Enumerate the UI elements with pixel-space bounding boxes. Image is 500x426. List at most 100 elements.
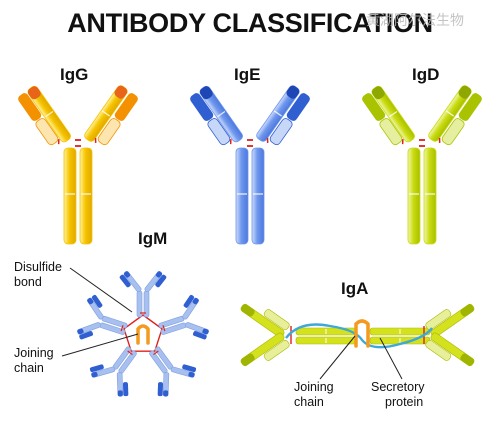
variable-tip <box>124 271 131 278</box>
heavy-chain-arm <box>116 372 124 397</box>
igm-arm <box>89 364 116 378</box>
secretory-label-line1: Secretory <box>371 380 425 394</box>
light-chain <box>263 309 290 331</box>
igm-arm <box>185 322 209 340</box>
light-chain <box>192 331 207 340</box>
secretory-protein <box>285 323 433 349</box>
light-chain <box>263 339 290 361</box>
page-title: ANTIBODY CLASSIFICATION <box>67 8 433 38</box>
light-chain-variable <box>286 93 310 121</box>
igd-label: IgD <box>412 65 439 84</box>
light-chain-variable <box>190 93 214 121</box>
heavy-chain-stem <box>407 147 421 245</box>
iga-label: IgA <box>341 279 368 298</box>
iga-arm <box>240 303 290 338</box>
light-chain <box>425 309 452 331</box>
variable-tip <box>240 304 255 317</box>
joining-left-pointer <box>61 333 139 357</box>
igm-arm <box>144 271 167 293</box>
light-chain <box>155 274 167 288</box>
right-arm <box>428 85 482 146</box>
igm-arm <box>157 372 170 397</box>
iga-dimer <box>240 303 475 367</box>
disulfide-label-line2: bond <box>14 275 42 289</box>
pentamer-bonds <box>123 314 163 352</box>
disulfide-pointer <box>69 267 133 313</box>
disulfide-bond <box>153 350 159 356</box>
heavy-chain-stem <box>251 147 265 245</box>
variable-tip <box>163 390 169 397</box>
ige-antibody <box>190 85 310 245</box>
variable-tip <box>87 298 94 305</box>
heavy-chain-stem <box>235 147 249 245</box>
light-chain <box>89 364 104 373</box>
variable-tip <box>458 85 472 99</box>
variable-tip <box>371 86 385 100</box>
light-chain-variable <box>458 93 482 121</box>
variable-tip <box>77 328 84 335</box>
light-heavy-bond <box>57 139 60 145</box>
disulfide-bond <box>120 325 124 332</box>
igg-antibody <box>18 85 138 245</box>
light-chain-constant <box>97 118 121 146</box>
variable-tip <box>91 371 98 378</box>
light-heavy-bond <box>94 137 97 143</box>
light-chain-variable <box>114 93 138 121</box>
variable-tip <box>192 298 199 305</box>
igm-arm <box>77 322 101 340</box>
left-arm <box>362 85 415 146</box>
heavy-chain-stem <box>423 147 437 245</box>
domain-divider <box>389 110 398 118</box>
left-arm <box>190 85 243 146</box>
igm-label: IgM <box>138 229 167 248</box>
variable-tip <box>460 353 475 366</box>
light-chain <box>183 294 195 308</box>
light-chain <box>91 294 103 308</box>
joining-left-label-line2: chain <box>14 361 44 375</box>
light-heavy-bond <box>401 139 404 145</box>
igm-arm <box>119 271 142 293</box>
light-chain <box>122 382 129 397</box>
domain-divider <box>217 110 226 118</box>
iga-arm <box>425 332 475 367</box>
iga-arm <box>425 303 475 338</box>
joining-right-label-line2: chain <box>294 395 324 409</box>
domain-divider <box>445 110 455 117</box>
joining-chain <box>354 319 370 348</box>
domain-divider <box>101 110 111 117</box>
ige-label: IgE <box>234 65 260 84</box>
light-heavy-bond <box>229 139 232 145</box>
joining-right-label-line1: Joining <box>294 380 334 394</box>
light-chain-constant <box>35 118 59 146</box>
light-chain <box>182 364 197 373</box>
secretory-label-line2: protein <box>385 395 423 409</box>
variable-tip <box>155 271 162 278</box>
left-arm <box>18 85 71 146</box>
light-chain-variable <box>362 93 386 121</box>
heavy-chain-stem <box>63 147 77 245</box>
igm-arm <box>182 294 199 320</box>
light-chain-constant <box>441 118 465 146</box>
variable-tip <box>202 328 209 335</box>
igm-monomer <box>149 346 197 397</box>
heavy-chain-stem <box>79 147 93 245</box>
iga-arm <box>240 332 290 367</box>
disulfide-bond <box>162 325 166 332</box>
joining-left-label-line1: Joining <box>14 346 54 360</box>
secretory-pointer <box>379 337 403 380</box>
domain-divider <box>45 110 54 118</box>
variable-tip <box>240 353 255 366</box>
light-chain-constant <box>269 118 293 146</box>
watermark: 黄湖阿尔法生物 <box>366 13 464 29</box>
variable-tip <box>27 86 41 100</box>
igg-label: IgG <box>60 65 88 84</box>
variable-tip <box>286 85 300 99</box>
light-chain <box>119 274 131 288</box>
variable-tip <box>117 390 123 397</box>
right-arm <box>84 85 138 146</box>
igm-monomer <box>89 346 137 397</box>
joining-right-pointer <box>319 335 356 380</box>
variable-tip <box>114 85 128 99</box>
igm-monomer <box>158 294 209 340</box>
igm-pentamer <box>77 271 209 397</box>
